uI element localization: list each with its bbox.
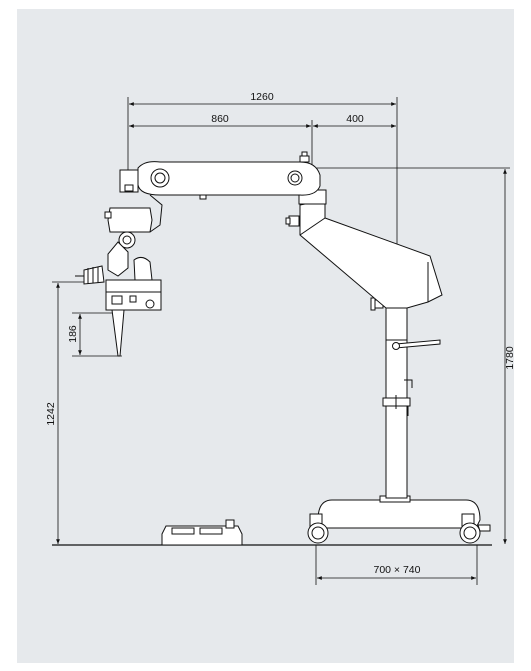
stand-base <box>317 499 481 529</box>
swing-arm <box>137 161 321 196</box>
label-overall-reach: 1260 <box>250 91 274 103</box>
eyepieces <box>83 265 105 285</box>
binocular-tube <box>107 241 129 277</box>
carrier-arm <box>299 199 443 309</box>
label-total-height: 1780 <box>504 346 516 370</box>
label-column-offset: 400 <box>346 113 364 125</box>
label-base-footprint: 700 × 740 <box>373 564 420 576</box>
casters <box>307 513 491 544</box>
dimension-lines <box>52 97 510 585</box>
label-working-distance: 186 <box>67 325 79 343</box>
microscope-stand <box>75 151 491 544</box>
head-mount <box>107 207 153 233</box>
drawing-panel <box>17 9 514 663</box>
objective-cone <box>111 309 125 357</box>
footswitch <box>161 519 243 546</box>
label-arm-reach: 860 <box>211 113 229 125</box>
label-optics-height: 1242 <box>45 402 57 426</box>
